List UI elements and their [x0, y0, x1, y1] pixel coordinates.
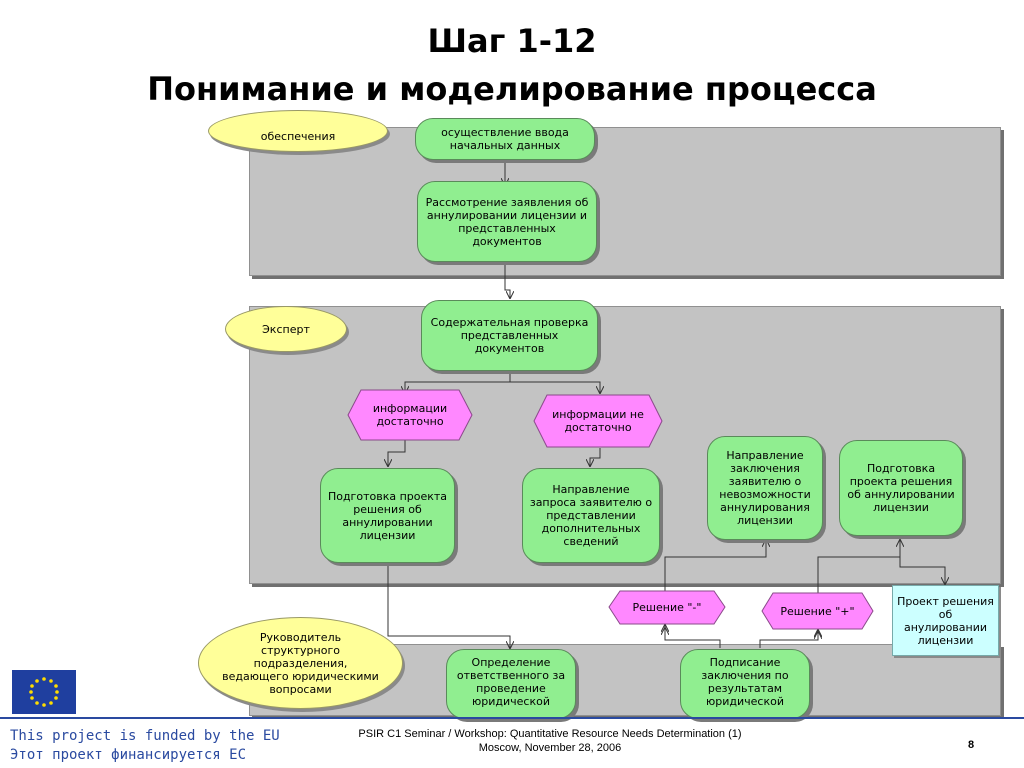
footer-divider [0, 717, 1024, 719]
event-info-sufficient-label: информации достаточно [372, 402, 448, 428]
process-prepare-draft-2: Подготовка проекта решения об аннулирова… [839, 440, 963, 536]
process-assign-responsible: Определение ответственного за проведение… [446, 649, 576, 719]
eu-funding-text-en: This project is funded by the EU [10, 728, 280, 744]
edge-check-notok [509, 373, 600, 393]
eu-funding-text-ru: Этот проект финансируется ЕС [10, 747, 247, 763]
event-decision-minus: Решение "-" [608, 590, 726, 625]
role-expert-ellipse: Эксперт [225, 306, 347, 352]
slide-title-main: Понимание и моделирование процесса [147, 70, 877, 108]
edge-sign-plus [759, 630, 818, 648]
event-info-insufficient: информации не достаточно [533, 394, 663, 448]
process-review: Рассмотрение заявления об аннулировании … [417, 181, 597, 262]
document-draft-decision: Проект решения об анулировании лицензии [892, 585, 999, 656]
eu-flag-logo [12, 670, 76, 714]
edge-review-check [504, 262, 510, 298]
event-decision-plus-label: Решение "+" [780, 604, 855, 618]
slide-title-step: Шаг 1-12 [427, 22, 597, 60]
edge-draft2-doc [899, 540, 945, 584]
event-decision-plus: Решение "+" [761, 592, 874, 630]
process-sign-conclusion: Подписание заключения по результатам юри… [680, 649, 810, 719]
event-decision-minus-label: Решение "-" [632, 601, 702, 614]
edge-ok-draft [388, 440, 406, 466]
seminar-date: Moscow, November 28, 2006 [478, 742, 622, 754]
process-input: осуществление ввода начальных данных [415, 118, 595, 160]
page-number: 8 [968, 739, 975, 751]
role-head-ellipse: Руководитель структурного подразделения,… [198, 617, 403, 709]
event-info-insufficient-label: информации не достаточно [552, 408, 644, 434]
seminar-title: PSIR C1 Seminar / Workshop: Quantitative… [358, 728, 742, 740]
process-prepare-draft: Подготовка проекта решения об аннулирова… [320, 468, 455, 563]
edge-sign-minus [665, 628, 721, 648]
lane-top [249, 127, 1001, 276]
edge-notok-request [590, 448, 601, 466]
process-send-impossibility: Направление заключения заявителю о невоз… [707, 436, 823, 540]
process-request-more: Направление запроса заявителю о представ… [522, 468, 660, 563]
role-support-ellipse: обеспечения [208, 110, 388, 152]
edge-draft-assign [387, 563, 510, 648]
process-content-check: Содержательная проверка представленных д… [421, 300, 598, 371]
event-info-sufficient: информации достаточно [347, 389, 473, 441]
